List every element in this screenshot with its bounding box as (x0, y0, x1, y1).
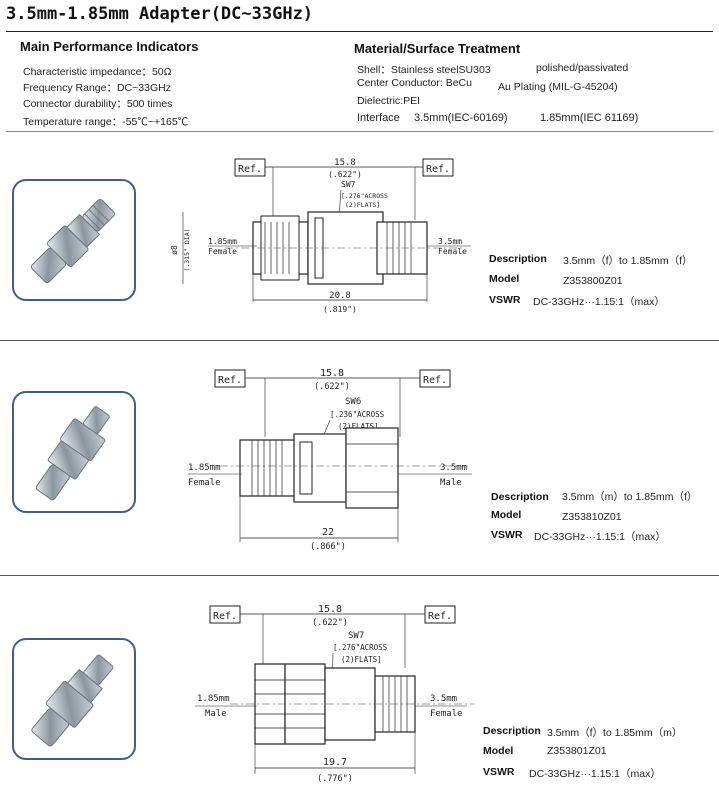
technical-drawing-2: Ref. Ref. 15.8 (.622") SW6 [.236"ACROSS … (188, 368, 472, 552)
left-connector-size: 1.85mm (188, 463, 221, 473)
diameter: ø8 (170, 245, 179, 255)
top-dimension-inch: (.622") (312, 618, 348, 628)
description-value: 3.5mm（m）to 1.85mm（f） (562, 491, 698, 503)
vswr-label: VSWR (489, 294, 521, 306)
ref-label: Ref. (213, 611, 237, 622)
vswr-label: VSWR (483, 766, 515, 778)
model-label: Model (489, 273, 520, 285)
technical-drawing-1: Ref. Ref. 15.8 (.622") SW7 [.276"ACROSS … (170, 158, 471, 314)
description-label: Description (491, 491, 549, 503)
model-label: Model (483, 745, 514, 757)
product-photo-2 (12, 391, 136, 513)
model-value: Z353800Z01 (563, 275, 623, 287)
top-dimension-inch: (.622") (314, 382, 350, 392)
right-connector-gender: Female (438, 247, 467, 256)
title-underline (6, 31, 713, 32)
wrench-note: [.276"ACROSS (341, 192, 388, 200)
left-connector-gender: Male (205, 709, 227, 719)
top-dimension: 15.8 (334, 158, 356, 168)
model-value: Z353810Z01 (562, 511, 622, 523)
description-value: 3.5mm（f）to 1.85mm（f） (563, 255, 693, 267)
right-connector-size: 3.5mm (430, 694, 457, 704)
overall-length: 20.8 (329, 291, 351, 301)
spec-impedance: Characteristic impedance：50Ω (23, 66, 172, 78)
adapter-image (30, 199, 115, 284)
overall-length: 19.7 (323, 757, 347, 768)
model-value: Z353801Z01 (547, 745, 607, 757)
material-heading: Material/Surface Treatment (354, 41, 521, 56)
interface-3-5mm: 3.5mm(IEC-60169) (414, 112, 508, 124)
description-label: Description (489, 253, 547, 265)
product-photo-1 (12, 179, 136, 301)
wrench-note: (2)FLATS] (338, 422, 379, 431)
spec-temperature: Temperature range：-55℃~+165℃ (23, 116, 189, 128)
section-divider (0, 340, 719, 341)
ref-box-right (422, 158, 454, 177)
interface-1-85mm: 1.85mm(IEC 61169) (540, 112, 639, 124)
left-connector-gender: Female (208, 247, 237, 256)
top-dimension: 15.8 (318, 604, 342, 615)
top-dimension-inch: (.622") (328, 170, 362, 179)
spec-frequency: Frequency Range：DC~33GHz (23, 82, 171, 94)
adapter-image (35, 406, 110, 501)
interface-label: Interface (357, 112, 400, 124)
vswr-value: DC-33GHz···1.15:1（max） (529, 768, 661, 780)
vswr-label: VSWR (491, 529, 523, 541)
page-title: 3.5mm-1.85mm Adapter(DC~33GHz) (6, 4, 314, 24)
overall-length-inch: (.866") (310, 542, 346, 552)
wrench-size: SW7 (348, 631, 364, 641)
right-connector-gender: Male (440, 478, 462, 488)
ref-label: Ref. (426, 164, 450, 175)
material-center: Center Conductor: BeCu (357, 77, 472, 89)
wrench-size: SW7 (341, 180, 356, 189)
spec-durability: Connector durability：500 times (23, 98, 173, 110)
wrench-size: SW6 (345, 397, 361, 407)
overall-length: 22 (322, 527, 334, 538)
ref-box-left (234, 158, 266, 177)
vswr-value: DC-33GHz···1.15:1（max） (534, 531, 666, 543)
product-photo-3 (12, 638, 136, 760)
overall-length-inch: (.776") (317, 774, 353, 784)
ref-label: Ref. (218, 375, 242, 386)
ref-label: Ref. (428, 611, 452, 622)
top-dimension: 15.8 (320, 368, 344, 379)
overall-length-inch: (.819") (323, 305, 357, 314)
performance-heading: Main Performance Indicators (20, 39, 199, 54)
description-label: Description (483, 725, 541, 737)
material-dielectric: Dielectric:PEI (357, 95, 421, 107)
wrench-note: (2)FLATS] (341, 655, 382, 664)
right-connector-size: 3.5mm (438, 237, 462, 246)
wrench-note: [.276"ACROSS (333, 643, 388, 652)
left-connector-size: 1.85mm (208, 237, 237, 246)
material-shell: Shell：Stainless steelSU303 (357, 64, 491, 76)
right-connector-gender: Female (430, 709, 463, 719)
material-shell-finish: polished/passivated (536, 62, 629, 74)
section-divider (0, 575, 719, 576)
vswr-value: DC-33GHz···1.15:1（max） (533, 296, 665, 308)
model-label: Model (491, 509, 522, 521)
material-center-finish: Au Plating (MIL-G-45204) (498, 81, 618, 93)
ref-label: Ref. (423, 375, 447, 386)
left-connector-size: 1.85mm (197, 694, 230, 704)
ref-label: Ref. (238, 164, 262, 175)
technical-drawing-3: Ref. Ref. 15.8 (.622") SW7 [.276"ACROSS … (195, 604, 475, 784)
left-connector-gender: Female (188, 478, 221, 488)
wrench-note: [.236"ACROSS (330, 410, 385, 419)
diameter-inch: (.315" DIA) (183, 228, 191, 271)
header-bottom-line (6, 131, 713, 132)
description-value: 3.5mm（f）to 1.85mm（m） (547, 727, 683, 739)
wrench-note: (2)FLATS] (345, 201, 380, 209)
adapter-image (31, 654, 114, 747)
right-connector-size: 3.5mm (440, 463, 467, 473)
